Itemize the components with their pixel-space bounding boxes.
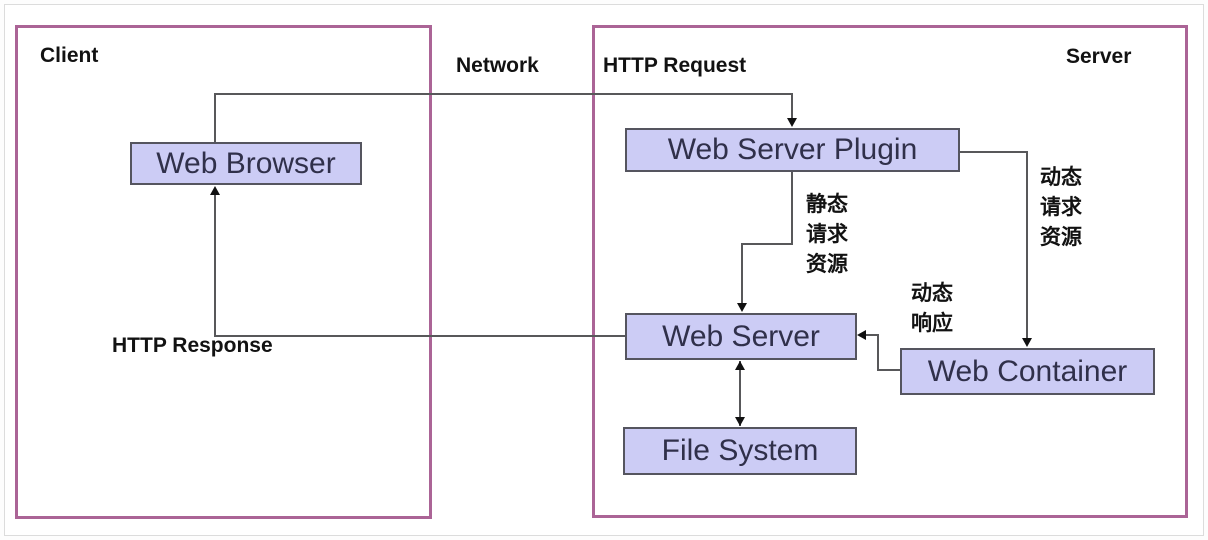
static-request-line: 静态: [806, 193, 848, 216]
server-group-box: [592, 25, 1188, 518]
arrowhead-into-webserver-bottom: [735, 361, 745, 370]
client-group-box: [15, 25, 432, 519]
response-line-up: [214, 195, 216, 337]
node-web-container: Web Container: [900, 348, 1155, 395]
arrowhead-into-container: [1022, 338, 1032, 347]
dynamic-request-line: 请求: [1040, 196, 1082, 219]
server-group-label: Server: [1066, 45, 1132, 68]
network-label: Network: [456, 54, 539, 77]
arrowhead-into-webserver-top: [737, 303, 747, 312]
arrowhead-into-filesystem: [735, 417, 745, 426]
dynamic-request-line-down: [1026, 151, 1028, 339]
client-group-label: Client: [40, 44, 99, 67]
dynamic-response-line: 响应: [911, 312, 953, 335]
dynamic-request-line-right: [958, 151, 1028, 153]
dynamic-response-line-from-container: [877, 369, 902, 371]
filesystem-line: [739, 361, 741, 426]
static-request-resource-label: 静态 请求 资源: [806, 190, 848, 280]
dynamic-request-line: 动态: [1040, 166, 1082, 189]
arrowhead-into-browser: [210, 186, 220, 195]
static-request-line: 资源: [806, 253, 848, 276]
arrowhead-into-webserver-right: [857, 330, 866, 340]
http-request-label: HTTP Request: [603, 54, 747, 77]
static-request-line: 请求: [806, 223, 848, 246]
dynamic-response-line-left: [866, 334, 879, 336]
dynamic-response-line: 动态: [911, 282, 953, 305]
response-line-across: [215, 335, 625, 337]
dynamic-response-label: 动态 响应: [911, 279, 953, 339]
static-line-left: [741, 243, 793, 245]
node-web-server: Web Server: [625, 313, 857, 360]
http-response-label: HTTP Response: [112, 334, 273, 357]
node-file-system: File System: [623, 427, 857, 475]
image-frame: [4, 4, 1204, 536]
dynamic-response-line-up: [877, 335, 879, 371]
request-line-across-network: [214, 93, 793, 95]
request-line-up-from-browser: [214, 93, 216, 142]
dynamic-request-line: 资源: [1040, 226, 1082, 249]
dynamic-request-resource-label: 动态 请求 资源: [1040, 163, 1082, 253]
arrowhead-into-plugin: [787, 118, 797, 127]
node-web-server-plugin: Web Server Plugin: [625, 128, 960, 172]
static-line-down: [791, 172, 793, 244]
request-line-down-to-plugin: [791, 93, 793, 121]
static-line-down2: [741, 243, 743, 304]
node-web-browser: Web Browser: [130, 142, 362, 185]
